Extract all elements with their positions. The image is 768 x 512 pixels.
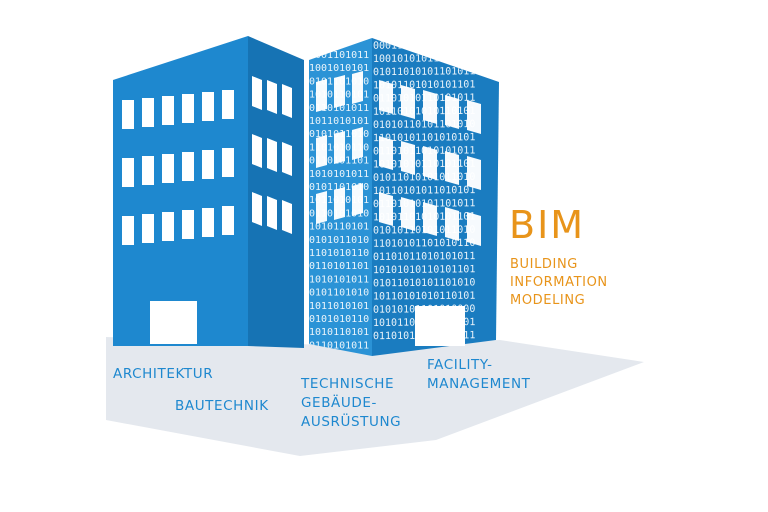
bim-title: BIM: [509, 203, 586, 247]
window: [401, 197, 415, 231]
binary-row: 10101101010101101: [373, 79, 475, 91]
binary-row: 1010110101: [309, 327, 369, 338]
window: [282, 84, 292, 118]
window: [352, 71, 363, 104]
binary-row: 0110101011: [309, 340, 369, 351]
window: [202, 208, 214, 237]
bim-subtitle-line: BUILDING: [510, 257, 578, 272]
binary-row: 1010101011: [309, 274, 369, 285]
window: [379, 80, 393, 114]
binary-row: 0001101011: [309, 50, 369, 61]
binary-row: 01011010101101010: [373, 277, 475, 289]
window: [352, 127, 363, 160]
ground-floor: [106, 337, 644, 456]
window: [334, 75, 345, 108]
window: [316, 135, 327, 168]
window: [445, 207, 459, 241]
binary-row: 10101010110101101: [373, 264, 475, 276]
label-line: MANAGEMENT: [427, 376, 531, 392]
window: [182, 152, 194, 181]
window: [222, 90, 234, 119]
window: [467, 212, 481, 246]
binary-row: 0101101010: [309, 288, 369, 299]
window: [252, 76, 262, 110]
window: [334, 187, 345, 220]
binary-row: 0110101011: [309, 103, 369, 114]
label-line: AUSRÜSTUNG: [301, 414, 402, 430]
building-door: [150, 301, 197, 344]
bim-subtitle-line: MODELING: [510, 293, 586, 308]
window: [142, 156, 154, 185]
window: [423, 202, 437, 236]
label-line: TECHNISCHE: [301, 376, 395, 392]
binary-row: 1001010101: [309, 63, 369, 74]
window: [445, 151, 459, 185]
binary-row: 10110101011010101: [373, 185, 475, 197]
window: [267, 80, 277, 114]
window: [282, 200, 292, 234]
binary-row: 0101010110: [309, 314, 369, 325]
window: [401, 141, 415, 175]
window: [423, 146, 437, 180]
window: [122, 216, 134, 245]
binary-row: 10110101010110101: [373, 291, 475, 303]
binary-building-windows: [316, 71, 481, 246]
window: [142, 98, 154, 127]
binary-row: 01010110101101010: [373, 119, 475, 131]
window: [202, 150, 214, 179]
window: [122, 100, 134, 129]
architecture-building-front: [113, 36, 248, 346]
label-architektur: ARCHITEKTUR: [113, 366, 214, 382]
window: [379, 192, 393, 226]
binary-row: 01101011010101011: [373, 251, 475, 263]
window: [267, 196, 277, 230]
window: [252, 192, 262, 226]
binary-row: 0101101010: [309, 182, 369, 193]
window: [162, 154, 174, 183]
binary-row: 1101010110: [309, 248, 369, 259]
binary-building-door: [415, 306, 465, 346]
label-bautechnik: BAUTECHNIK: [175, 398, 269, 414]
binary-row: 10010101011011101: [373, 53, 475, 65]
window: [445, 95, 459, 129]
label-line: GEBÄUDE-: [301, 395, 377, 411]
binary-row: 11010101101010101: [373, 132, 475, 144]
binary-row: 1011010101: [309, 116, 369, 127]
window: [222, 206, 234, 235]
binary-row: 00011010110101010: [373, 40, 475, 52]
window: [423, 90, 437, 124]
window: [334, 131, 345, 164]
binary-row: 0101011010: [309, 235, 369, 246]
building-side-windows: [252, 76, 292, 234]
window: [467, 100, 481, 134]
window: [401, 85, 415, 119]
window: [282, 142, 292, 176]
window: [182, 210, 194, 239]
binary-row: 1010110101: [309, 222, 369, 233]
label-line: FACILITY-: [427, 357, 493, 373]
window: [142, 214, 154, 243]
binary-row: 0110101101: [309, 261, 369, 272]
window: [267, 138, 277, 172]
binary-row: 1010101011: [309, 169, 369, 180]
window: [222, 148, 234, 177]
binary-row: 11010101101010110: [373, 238, 475, 250]
binary-row: 1011010101: [309, 301, 369, 312]
binary-row: 01011010101101011: [373, 66, 475, 78]
binary-row: 01011010101011010: [373, 172, 475, 184]
window: [162, 212, 174, 241]
window: [202, 92, 214, 121]
window: [122, 158, 134, 187]
window: [467, 156, 481, 190]
window: [316, 191, 327, 224]
building-windows: [122, 90, 234, 245]
window: [316, 79, 327, 112]
window: [252, 134, 262, 168]
window: [182, 94, 194, 123]
bim-subtitle-line: INFORMATION: [510, 275, 608, 290]
window: [352, 183, 363, 216]
window: [379, 136, 393, 170]
window: [162, 96, 174, 125]
